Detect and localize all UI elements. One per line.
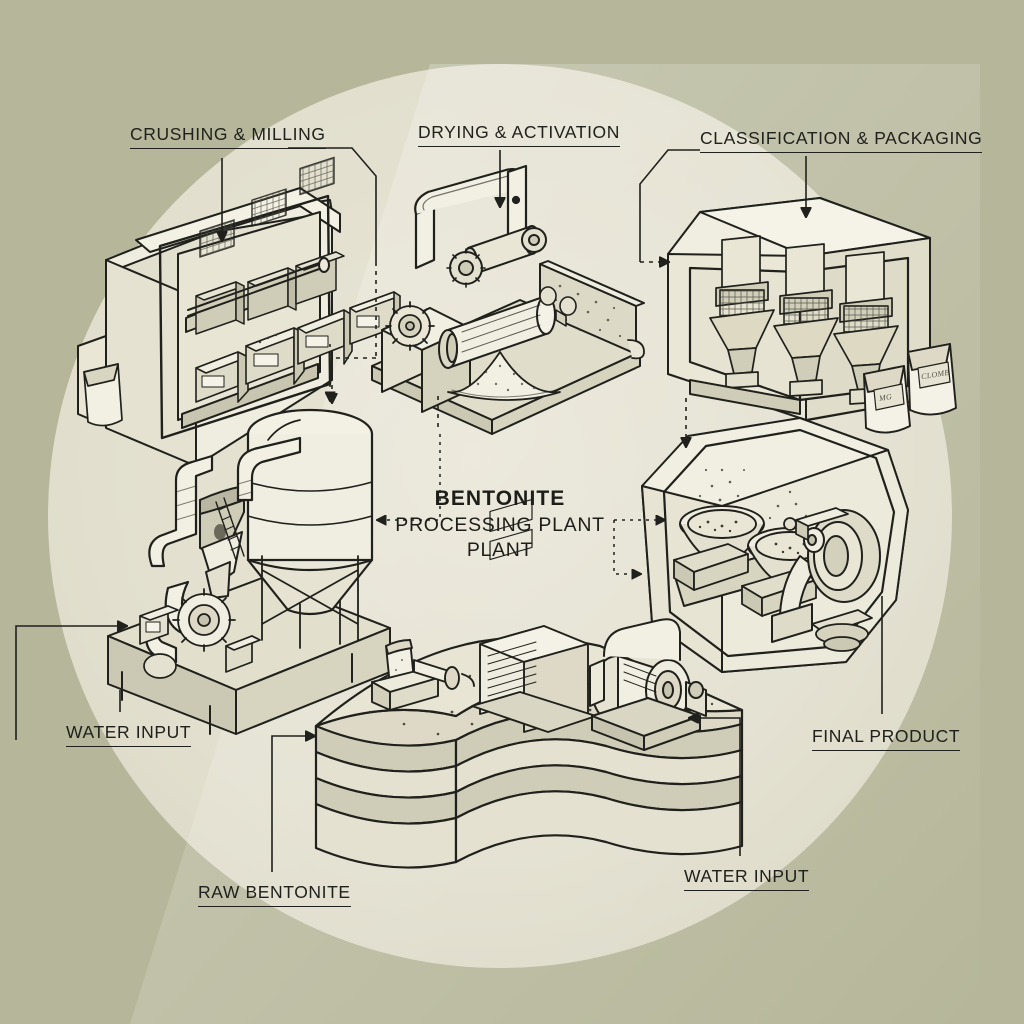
center-title: BENTONITE PROCESSING PLANT PLANT	[384, 486, 616, 563]
unit-silo-cyclone	[107, 408, 391, 735]
label-water-input-bottom: WATER INPUT	[684, 866, 810, 891]
label-raw-bentonite: RAW BENTONITE	[198, 882, 351, 907]
leader-classification-packaging	[639, 149, 806, 446]
gear-icon	[446, 248, 486, 288]
sack-by-mill	[83, 363, 123, 427]
flow-connectors	[330, 344, 664, 574]
gear-icon	[521, 227, 547, 253]
center-title-line3: PLANT	[466, 538, 534, 561]
connector-layer	[15, 147, 883, 872]
leader-raw-bentonite	[271, 736, 314, 872]
label-crushing-milling: CRUSHING & MILLING	[130, 124, 326, 149]
unit-packaging-hall	[667, 197, 957, 434]
label-drying-activation: DRYING & ACTIVATION	[418, 122, 620, 147]
unit-rotary-dryer	[371, 164, 645, 435]
unit-quarry-block	[314, 498, 744, 869]
unit-crushing-mill-hall	[77, 156, 401, 467]
center-title-line2: PROCESSING PLANT	[395, 513, 605, 536]
unit-screening-chamber	[641, 417, 909, 673]
powder-pile	[447, 351, 561, 401]
label-water-input-left: WATER INPUT	[66, 722, 192, 747]
leader-water-input-left	[15, 626, 126, 740]
center-title-line1: BENTONITE	[434, 487, 566, 510]
label-final-product: FINAL PRODUCT	[812, 726, 961, 751]
leader-drying-activation	[437, 150, 500, 432]
gear-icon	[385, 301, 435, 351]
gear-icon	[172, 588, 236, 652]
label-classification-packaging: CLASSIFICATION & PACKAGING	[700, 128, 983, 153]
leader-water-input-bottom	[690, 718, 741, 856]
